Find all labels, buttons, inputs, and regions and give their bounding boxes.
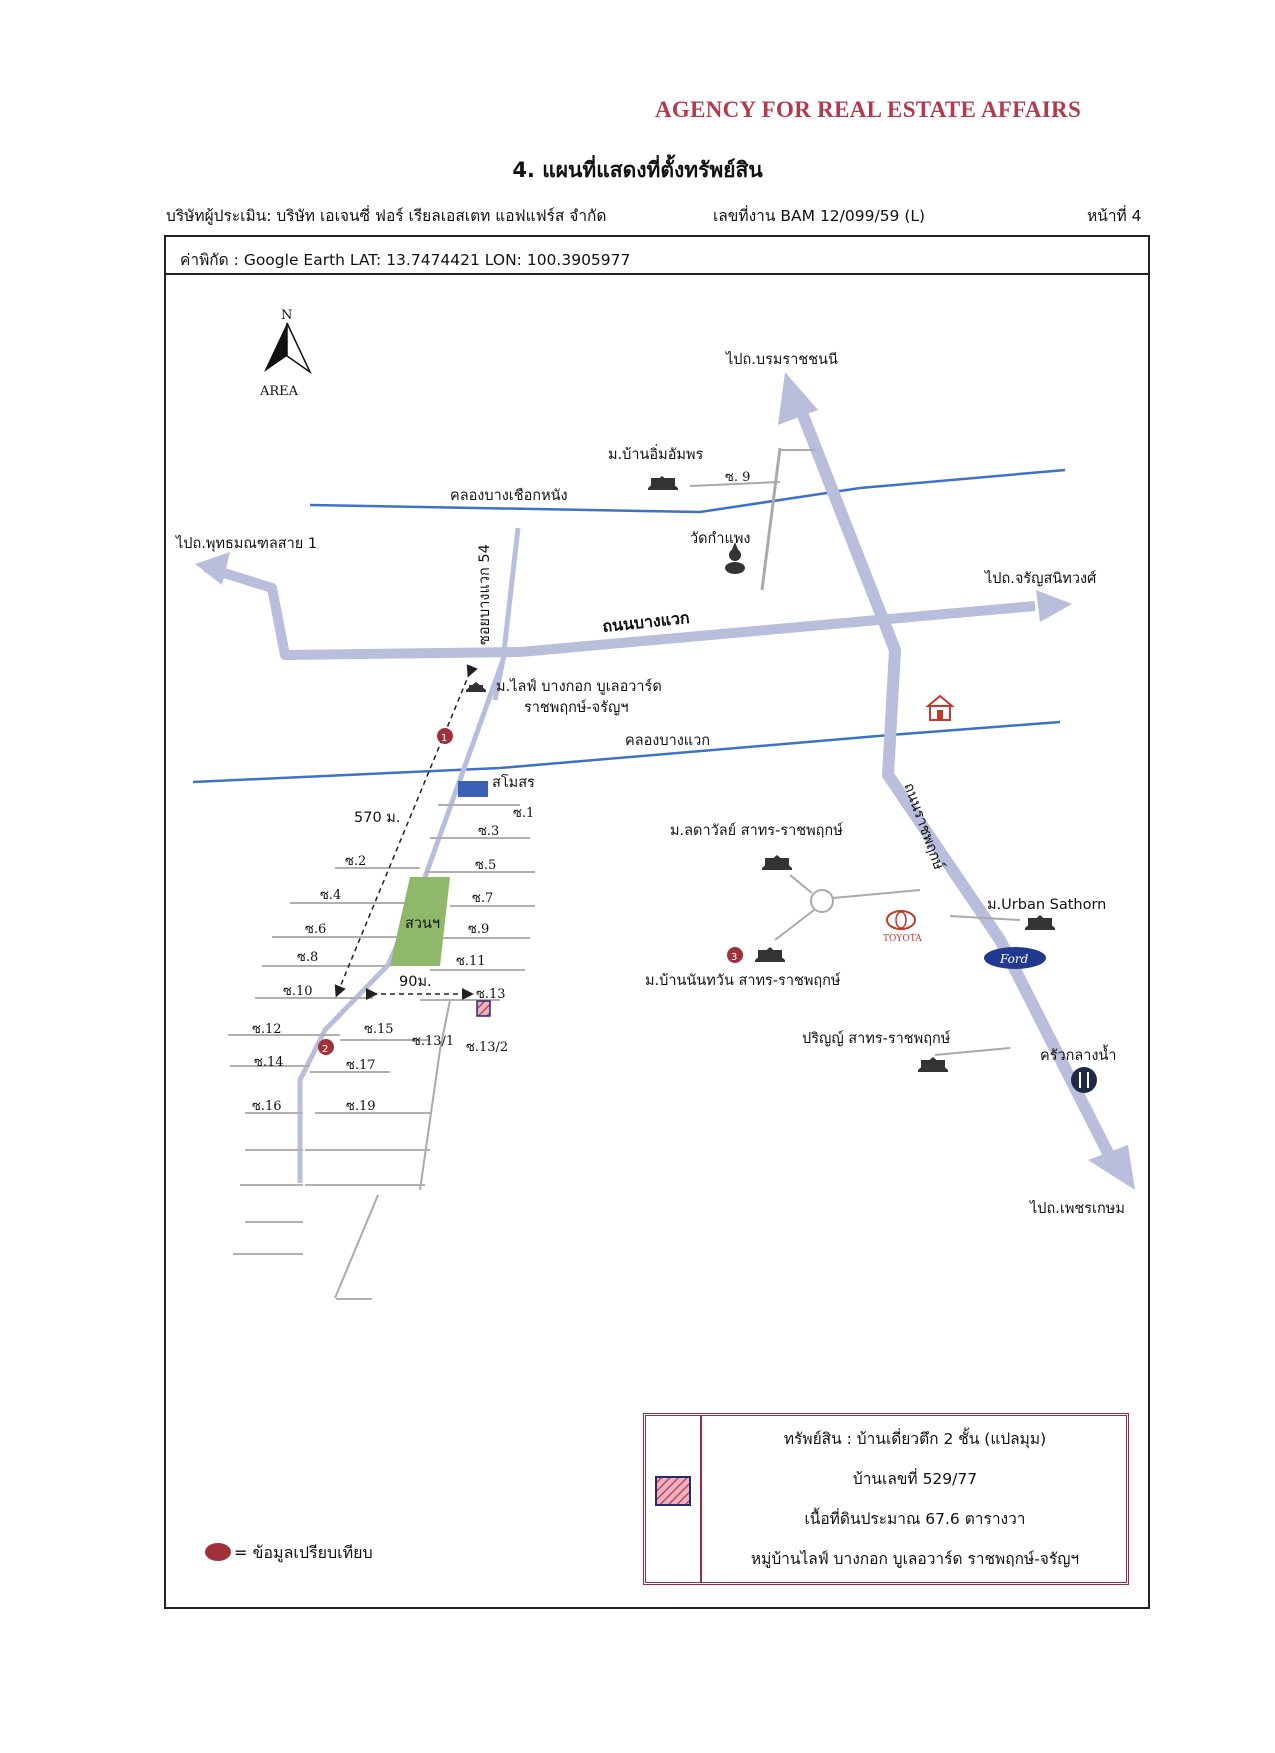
ford-text: Ford <box>999 952 1029 966</box>
soi-label-19: ซ.19 <box>346 1099 376 1114</box>
coordinate-text: ค่าพิกัด : Google Earth LAT: 13.7474421 … <box>180 251 631 269</box>
house-icon-im-amporn <box>648 476 678 490</box>
house-icon-nanthawan <box>755 947 785 962</box>
legend-line-4: หมู่บ้านไลฟ์ บางกอก บูเลอวาร์ด ราชพฤกษ์-… <box>750 1550 1080 1568</box>
house-icon-urban-sathorn <box>1025 915 1055 930</box>
direction-east: ไปถ.จรัญสนิทวงศ์ <box>984 569 1097 587</box>
soi-grid <box>228 804 535 1300</box>
soi-label-1: ซ.1 <box>513 806 534 821</box>
marker-3-label: 3 <box>731 952 737 963</box>
legend-divider <box>700 1416 702 1582</box>
home-icon <box>925 694 955 721</box>
soi-label-12: ซ.12 <box>252 1022 282 1037</box>
soi-label-15: ซ.15 <box>364 1022 394 1037</box>
comparison-marker-2 <box>318 1039 334 1055</box>
toyota-logo: TOYOTA <box>883 910 922 944</box>
north-arrow-icon <box>264 322 312 375</box>
soi-label-9: ซ.9 <box>468 922 489 937</box>
canal-label-bang-chueak-nang: คลองบางเชือกหนัง <box>450 487 568 504</box>
soi-label-5: ซ.5 <box>475 858 496 873</box>
legend-property-swatch <box>655 1476 691 1506</box>
soi-label-3: ซ.3 <box>478 824 499 839</box>
coordinate-row <box>164 235 1150 275</box>
agency-name: AGENCY FOR REAL ESTATE AFFAIRS <box>655 97 1082 122</box>
distance-90-label: 90ม. <box>399 974 432 990</box>
soi-label-2: ซ.2 <box>345 854 366 869</box>
place-ladawan: ม.ลดาวัลย์ สาทร-ราชพฤกษ์ <box>670 822 843 839</box>
soi-label-10: ซ.10 <box>283 984 313 999</box>
road-bang-waek <box>195 552 1072 660</box>
road-label-soi-54: ซอยบางแวก 54 <box>477 544 493 645</box>
soi-label-6: ซ.6 <box>305 922 326 937</box>
side-road-right <box>419 999 451 1191</box>
comparison-marker-1 <box>437 728 453 744</box>
road-ratchaphruek <box>778 372 1135 1190</box>
temple-road <box>760 447 782 591</box>
ford-logo: Ford <box>984 947 1046 969</box>
soi-label-13-2: ซ.13/2 <box>466 1040 508 1055</box>
legend-comparison-dot <box>205 1543 231 1561</box>
club-label: สโมสร <box>492 773 535 791</box>
place-urban-sathorn: ม.Urban Sathorn <box>987 897 1106 913</box>
marker-2-label: 2 <box>322 1044 328 1055</box>
canal-bang-chueak-nang <box>309 468 1066 514</box>
place-wat-kamphaeng: วัดกำแพง <box>690 531 750 547</box>
temple-icon <box>725 542 745 574</box>
roundabout <box>810 889 834 913</box>
legend-box <box>643 1413 1129 1585</box>
restaurant-icon <box>1071 1067 1097 1093</box>
toyota-text: TOYOTA <box>883 934 922 944</box>
park-label: สวนฯ <box>405 916 440 932</box>
soi-label-8: ซ.8 <box>297 950 318 965</box>
comparison-marker-3 <box>727 947 743 963</box>
village-roads <box>774 874 1021 1056</box>
comparison-legend: = ข้อมูลเปรียบเทียบ <box>234 1543 373 1562</box>
legend-line-3: เนื้อที่ดินประมาณ 67.6 ตารางวา <box>804 1510 1026 1528</box>
place-baan-nanthawan: ม.บ้านนันทวัน สาทร-ราชพฤกษ์ <box>645 972 841 989</box>
side-road-south <box>334 1194 379 1299</box>
soi-label-13: ซ.13 <box>476 987 506 1002</box>
soi-label-14: ซ.14 <box>254 1055 284 1070</box>
direction-west: ไปถ.พุทธมณฑลสาย 1 <box>175 534 317 552</box>
marker-1-label: 1 <box>441 733 447 744</box>
place-parinya: ปริญญ์ สาทร-ราชพฤกษ์ <box>802 1030 951 1047</box>
soi-label-11: ซ.11 <box>456 954 486 969</box>
soi-label-7: ซ.7 <box>472 891 493 906</box>
soi-54-link <box>492 659 506 701</box>
soi9-top-label: ซ. 9 <box>725 470 750 485</box>
house-icon-parinya <box>918 1057 948 1072</box>
soi-label-16: ซ.16 <box>252 1099 282 1114</box>
club-building-icon <box>458 781 488 797</box>
job-number: เลขที่งาน BAM 12/099/59 (L) <box>713 207 926 225</box>
legend-line-1: ทรัพย์สิน : บ้านเดี่ยวตึก 2 ชั้น (แปลมุม… <box>783 1430 1047 1448</box>
appraiser-info: บริษัทผู้ประเมิน: บริษัท เอเจนซี่ ฟอร์ เ… <box>166 207 607 225</box>
road-label-ratchaphruek: ถนนราชพฤกษ์ <box>900 781 947 873</box>
distance-570-label: 570 ม. <box>354 810 400 826</box>
canal-bang-waek <box>192 720 1061 784</box>
canal-label-bang-waek: คลองบางแวก <box>625 733 710 749</box>
distance-570-line <box>334 664 478 998</box>
soi-label-13-1: ซ.13/1 <box>412 1034 454 1049</box>
place-krua-klang-nam: ครัวกลางน้ำ <box>1040 1044 1117 1064</box>
page-number: หน้าที่ 4 <box>1087 207 1142 225</box>
legend-line-2: บ้านเลขที่ 529/77 <box>852 1470 978 1488</box>
subject-property-marker <box>476 1000 491 1017</box>
place-life-bangkok-2: ราชพฤกษ์-จรัญฯ <box>524 699 628 716</box>
place-life-bangkok-1: ม.ไลฟ์ บางกอก บูเลอวาร์ด <box>496 677 662 695</box>
house-icon-life-bangkok <box>466 682 486 692</box>
direction-north: ไปถ.บรมราชชนนี <box>725 350 838 368</box>
place-baan-im-amporn: ม.บ้านอิ่มอัมพร <box>608 444 704 463</box>
map-frame <box>164 235 1150 1609</box>
house-icon-ladawan <box>762 855 792 870</box>
page-title: 4. แผนที่แสดงที่ตั้งทรัพย์สิน <box>512 158 763 182</box>
area-label: AREA <box>259 384 299 399</box>
north-letter: N <box>281 308 292 323</box>
soi-label-4: ซ.4 <box>320 888 341 903</box>
road-label-bang-waek: ถนนบางแวก <box>601 608 690 636</box>
soi-label-17: ซ.17 <box>346 1058 376 1073</box>
direction-south: ไปถ.เพชรเกษม <box>1029 1199 1125 1217</box>
soi9-road <box>689 481 781 487</box>
